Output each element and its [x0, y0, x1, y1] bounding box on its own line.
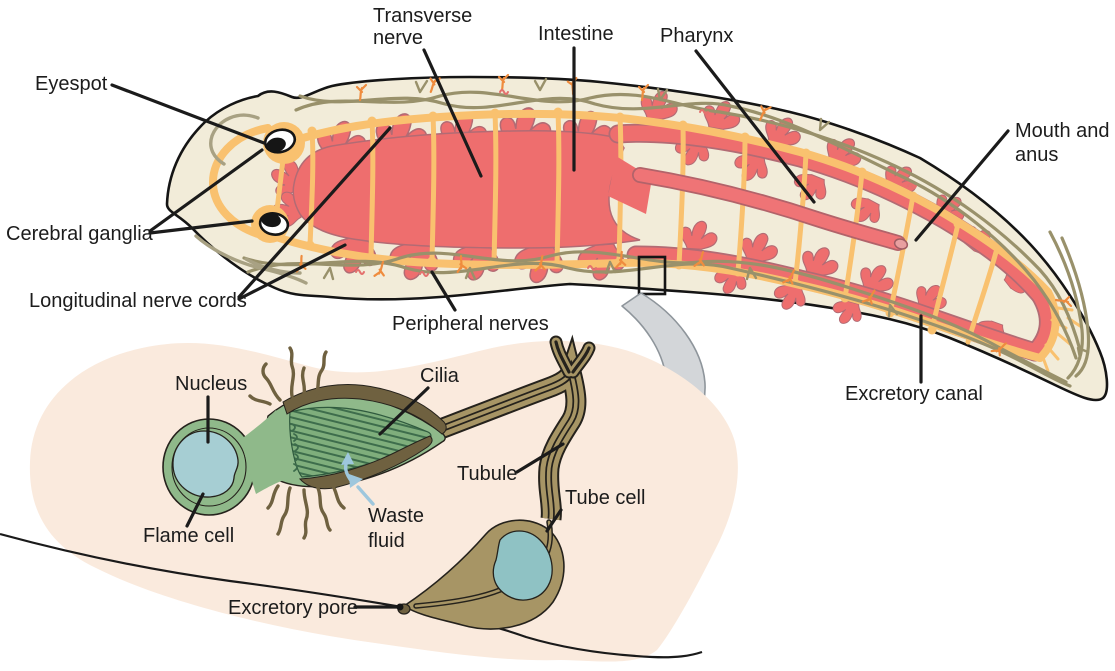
leader-longitudinal-upper	[237, 126, 392, 299]
label-tubule: Tubule	[457, 442, 565, 485]
label-flame-cell: Flame cell	[143, 492, 234, 547]
label-cilia: Cilia	[378, 365, 460, 436]
label-nucleus: Nucleus	[175, 373, 247, 444]
tube-cell-nucleus	[492, 530, 553, 601]
braid-top-strand-1	[294, 90, 1082, 352]
svg-text:anus: anus	[1015, 144, 1058, 166]
tubule	[434, 334, 596, 521]
label-longitudinal-nerve-cords: Longitudinal nerve cords	[29, 126, 392, 312]
leader-cerebral-ganglia-lower	[148, 219, 254, 235]
head-strand-1	[209, 113, 260, 166]
svg-text:Longitudinal nerve cords: Longitudinal nerve cords	[29, 290, 247, 312]
leader-mouth-and-anus	[914, 129, 1010, 242]
svg-text:Excretory pore: Excretory pore	[228, 597, 358, 619]
mouth-opening	[893, 238, 909, 250]
flame-squiggles	[291, 423, 299, 472]
label-peripheral-nerves: Peripheral nerves	[392, 270, 549, 335]
svg-text:Waste: Waste	[368, 505, 424, 527]
label-pharynx: Pharynx	[660, 25, 816, 204]
svg-text:Pharynx: Pharynx	[660, 25, 733, 47]
label-waste-fluid: Waste fluid	[349, 474, 424, 552]
braid-top-strand-2	[298, 94, 1078, 360]
pharynx	[608, 156, 909, 251]
red-ticks	[355, 89, 917, 277]
leader-waste-fluid	[356, 485, 375, 506]
braid-tail-inner-2	[1048, 230, 1084, 380]
tubule-branch	[549, 335, 596, 379]
rootlets-bottom	[266, 482, 346, 540]
svg-text:Eyespot: Eyespot	[35, 73, 108, 95]
flame-cell-nucleus	[172, 430, 239, 498]
svg-text:Excretory canal: Excretory canal	[845, 383, 983, 405]
labels: Transverse nerve Intestine Pharynx Eyesp…	[6, 5, 1110, 619]
braid-twigs	[322, 77, 1090, 360]
leader-eyespot	[110, 83, 266, 145]
svg-text:Flame cell: Flame cell	[143, 525, 234, 547]
label-tube-cell: Tube cell	[545, 487, 645, 533]
leader-excretory-pore-dot	[396, 603, 404, 611]
label-excretory-canal: Excretory canal	[845, 314, 983, 405]
label-eyespot: Eyespot	[35, 73, 266, 145]
leader-cerebral-ganglia-upper	[148, 148, 264, 233]
svg-text:Cerebral ganglia: Cerebral ganglia	[6, 223, 154, 245]
tubule-cap	[282, 383, 447, 435]
svg-text:Nucleus: Nucleus	[175, 373, 247, 395]
svg-text:Tube cell: Tube cell	[565, 487, 645, 509]
svg-text:Transverse: Transverse	[373, 5, 472, 27]
leader-pharynx	[694, 49, 816, 204]
svg-text:nerve: nerve	[373, 27, 423, 49]
svg-text:fluid: fluid	[368, 530, 405, 552]
leader-tubule	[515, 442, 565, 474]
label-excretory-pore: Excretory pore	[228, 597, 404, 619]
flame-cell	[162, 346, 447, 540]
nerve-nodes	[305, 107, 963, 335]
peripheral-nerve-braids	[194, 73, 1091, 388]
label-cerebral-ganglia: Cerebral ganglia	[6, 148, 264, 245]
intestine-main-mass	[292, 130, 641, 249]
svg-text:Tubule: Tubule	[457, 463, 517, 485]
leader-waste-fluid-arrowhead	[349, 474, 363, 488]
head-strand-3	[244, 257, 302, 275]
eyespot-upper	[263, 128, 297, 154]
label-intestine: Intestine	[538, 23, 614, 172]
worm-figure	[165, 73, 1109, 402]
leader-transverse-nerve	[422, 48, 483, 178]
eyespot-lower	[258, 212, 290, 236]
rootlets-top	[248, 346, 328, 406]
magnified-region-box	[637, 255, 667, 296]
leader-tube-cell	[545, 508, 563, 533]
svg-text:Mouth and: Mouth and	[1015, 120, 1110, 142]
svg-text:Cilia: Cilia	[420, 365, 460, 387]
label-mouth-and-anus: Mouth and anus	[914, 120, 1110, 242]
leader-peripheral-nerves	[430, 270, 457, 312]
nerve-cord-tail-loop	[1036, 288, 1060, 362]
leader-longitudinal-lower	[237, 243, 347, 301]
svg-text:Peripheral nerves: Peripheral nerves	[392, 313, 549, 335]
longitudinal-nerve-cord-upper	[280, 109, 1052, 296]
leader-flame-cell	[185, 492, 205, 528]
leader-cilia	[378, 386, 430, 436]
intestine-tail-join	[1027, 287, 1057, 360]
braid-tail-inner-1	[1060, 236, 1091, 378]
cerebral-ganglia	[251, 122, 305, 243]
label-transverse-nerve: Transverse nerve	[373, 5, 483, 178]
tube-cell	[397, 519, 565, 630]
svg-text:Intestine: Intestine	[538, 23, 614, 45]
